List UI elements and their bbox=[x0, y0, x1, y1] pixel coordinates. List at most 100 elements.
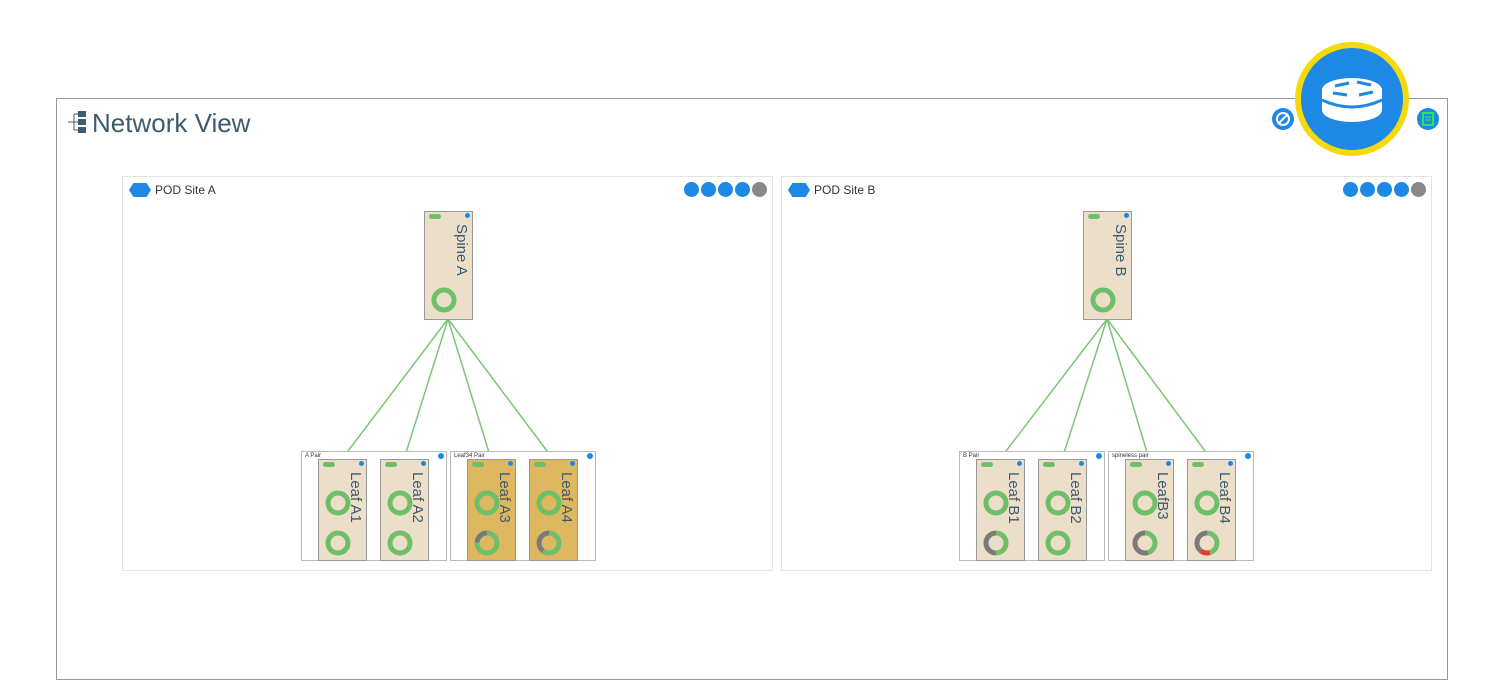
status-donut[interactable] bbox=[473, 529, 501, 557]
page-title: Network View bbox=[92, 108, 251, 138]
info-icon[interactable] bbox=[1096, 453, 1102, 459]
donut-segment-good bbox=[1045, 530, 1071, 556]
health-donut[interactable] bbox=[324, 489, 352, 517]
info-icon[interactable] bbox=[1124, 213, 1129, 218]
info-icon[interactable] bbox=[587, 453, 593, 459]
device-name: Spine A bbox=[453, 224, 470, 276]
donut-segment-good bbox=[1132, 490, 1158, 516]
donut-segment-good bbox=[387, 530, 413, 556]
health-donut[interactable] bbox=[430, 286, 458, 314]
donut-segment-idle bbox=[474, 530, 500, 556]
status-pill bbox=[323, 462, 335, 467]
router-icon[interactable] bbox=[1295, 42, 1409, 156]
clipboard-icon[interactable] bbox=[718, 182, 733, 197]
device-name: Leaf B4 bbox=[1216, 472, 1233, 524]
info-icon[interactable] bbox=[1228, 461, 1233, 466]
pod-icon bbox=[129, 183, 151, 197]
uplink bbox=[447, 318, 554, 460]
status-pill bbox=[472, 462, 484, 467]
status-pill bbox=[1088, 214, 1100, 219]
info-icon[interactable] bbox=[1245, 453, 1251, 459]
status-donut[interactable] bbox=[535, 529, 563, 557]
info-icon[interactable] bbox=[1079, 461, 1084, 466]
status-pill bbox=[1043, 462, 1055, 467]
health-donut[interactable] bbox=[1044, 489, 1072, 517]
status-donut[interactable] bbox=[1044, 529, 1072, 557]
uplink bbox=[1106, 318, 1212, 460]
group-name: A Pair bbox=[305, 453, 322, 459]
device-node[interactable]: Spine B bbox=[1083, 211, 1132, 320]
device-name: Leaf A3 bbox=[496, 472, 513, 523]
status-donut[interactable] bbox=[1131, 529, 1159, 557]
sync-disabled-icon[interactable] bbox=[1272, 108, 1294, 130]
uplink bbox=[447, 318, 492, 460]
device-name: Leaf A2 bbox=[409, 472, 426, 523]
device-name: Leaf A4 bbox=[558, 472, 575, 523]
donut-segment-good bbox=[983, 490, 1009, 516]
notes-icon[interactable] bbox=[1343, 182, 1358, 197]
info-icon[interactable] bbox=[359, 461, 364, 466]
notes-icon[interactable] bbox=[684, 182, 699, 197]
health-donut[interactable] bbox=[386, 489, 414, 517]
uplink bbox=[1106, 318, 1150, 460]
notes-icon[interactable] bbox=[1417, 108, 1439, 130]
health-donut[interactable] bbox=[535, 489, 563, 517]
device-name: Leaf A1 bbox=[347, 472, 364, 523]
health-donut[interactable] bbox=[982, 489, 1010, 517]
network-tree-icon bbox=[68, 111, 86, 133]
uplink bbox=[999, 318, 1108, 460]
info-icon[interactable] bbox=[421, 461, 426, 466]
info-icon[interactable] bbox=[1166, 461, 1171, 466]
health-donut[interactable] bbox=[473, 489, 501, 517]
donut-segment-idle bbox=[536, 530, 562, 556]
health-donut[interactable] bbox=[1089, 286, 1117, 314]
pod-name: POD Site B bbox=[814, 183, 876, 197]
device-name: Leaf B1 bbox=[1005, 472, 1022, 524]
donut-segment-good bbox=[387, 490, 413, 516]
edit-icon[interactable] bbox=[735, 182, 750, 197]
edit-icon[interactable] bbox=[1394, 182, 1409, 197]
status-donut[interactable] bbox=[1193, 529, 1221, 557]
status-donut[interactable] bbox=[386, 529, 414, 557]
group-name: spineless pair bbox=[1112, 453, 1149, 459]
group-name: Leaf34 Pair bbox=[454, 453, 485, 459]
device-name: Leaf B2 bbox=[1067, 472, 1084, 524]
device-name: Spine B bbox=[1112, 224, 1129, 277]
info-icon[interactable] bbox=[1017, 461, 1022, 466]
uplink bbox=[1061, 318, 1108, 460]
donut-segment-idle bbox=[1194, 530, 1220, 556]
pod-icon bbox=[788, 183, 810, 197]
uplink bbox=[403, 318, 449, 460]
donut-segment-good bbox=[325, 530, 351, 556]
health-donut[interactable] bbox=[1131, 489, 1159, 517]
status-donut[interactable] bbox=[982, 529, 1010, 557]
status-pill bbox=[981, 462, 993, 467]
group-name: B Pair bbox=[963, 453, 980, 459]
delete-icon[interactable] bbox=[752, 182, 767, 197]
pod-name: POD Site A bbox=[155, 183, 216, 197]
info-icon[interactable] bbox=[438, 453, 444, 459]
health-donut[interactable] bbox=[1193, 489, 1221, 517]
add-comment-icon[interactable] bbox=[1360, 182, 1375, 197]
status-pill bbox=[1130, 462, 1142, 467]
donut-segment-good bbox=[1045, 490, 1071, 516]
status-donut[interactable] bbox=[324, 529, 352, 557]
info-icon[interactable] bbox=[570, 461, 575, 466]
donut-segment-idle bbox=[983, 530, 1009, 556]
info-icon[interactable] bbox=[465, 213, 470, 218]
clipboard-icon[interactable] bbox=[1377, 182, 1392, 197]
donut-segment-error bbox=[1194, 530, 1220, 556]
donut-segment-good bbox=[431, 287, 457, 313]
network-view-panel bbox=[56, 98, 1448, 680]
info-icon[interactable] bbox=[508, 461, 513, 466]
status-pill bbox=[429, 214, 441, 219]
delete-icon[interactable] bbox=[1411, 182, 1426, 197]
donut-segment-idle bbox=[1132, 530, 1158, 556]
status-pill bbox=[385, 462, 397, 467]
donut-segment-good bbox=[325, 490, 351, 516]
donut-segment-good bbox=[1194, 490, 1220, 516]
uplink bbox=[341, 318, 449, 460]
add-comment-icon[interactable] bbox=[701, 182, 716, 197]
